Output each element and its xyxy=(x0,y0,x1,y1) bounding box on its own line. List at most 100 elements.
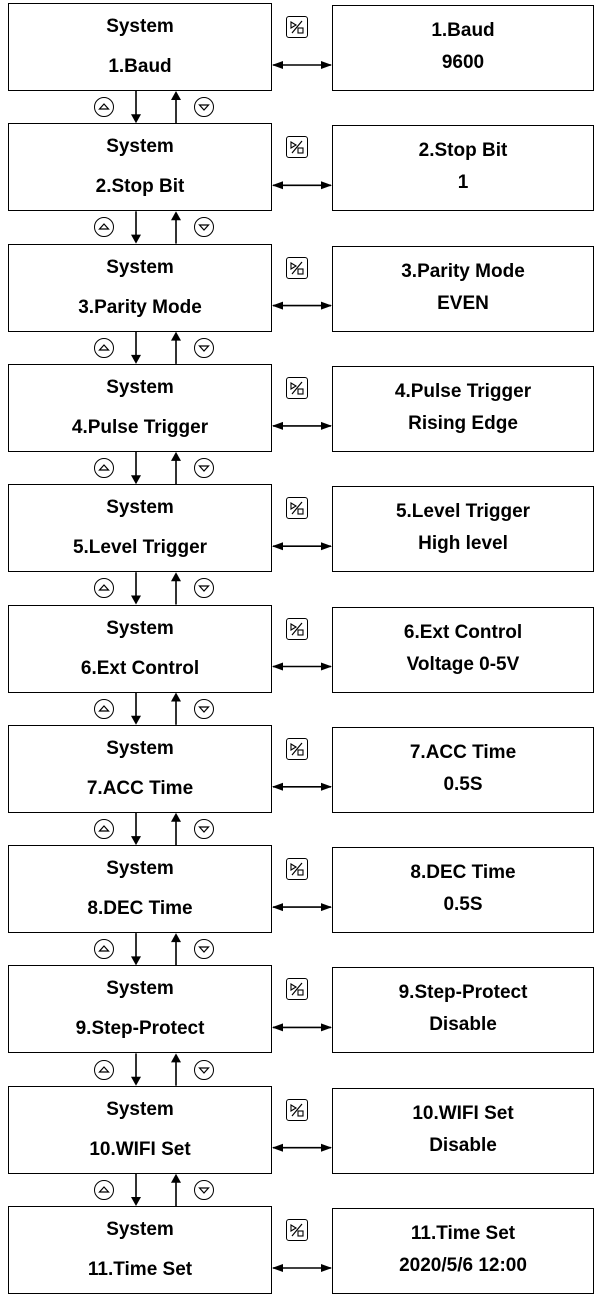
param-value: 0.5S xyxy=(443,894,483,916)
bidirectional-arrow xyxy=(272,61,332,69)
param-name: 3.Parity Mode xyxy=(401,260,525,282)
down-button-icon[interactable] xyxy=(194,458,214,479)
bidirectional-arrow xyxy=(272,542,332,551)
bidirectional-arrow xyxy=(272,421,332,430)
bidirectional-arrow xyxy=(272,1264,332,1272)
down-button-icon[interactable] xyxy=(194,939,214,960)
menu-item-label: 11.Time Set xyxy=(87,1259,193,1280)
up-button-icon[interactable] xyxy=(94,818,114,839)
down-button-icon[interactable] xyxy=(194,698,214,719)
param-name: 10.WIFI Set xyxy=(412,1102,514,1124)
down-button-icon[interactable] xyxy=(194,818,214,839)
param-value: High level xyxy=(418,533,508,555)
vertical-nav-arrows xyxy=(131,1053,181,1086)
toggle-key-icon[interactable] xyxy=(286,16,308,38)
param-value: Rising Edge xyxy=(408,412,518,434)
toggle-key-icon[interactable] xyxy=(286,858,308,881)
toggle-key-icon[interactable] xyxy=(286,136,308,159)
menu-item-label: 10.WIFI Set xyxy=(89,1138,191,1160)
param-value: 0.5S xyxy=(443,773,483,795)
menu-item-label: 3.Parity Mode xyxy=(78,296,202,318)
menu-item-label: 9.Step-Protect xyxy=(75,1018,205,1040)
param-name: 11.Time Set xyxy=(410,1223,516,1244)
menu-title: System xyxy=(106,737,174,759)
up-button-icon[interactable] xyxy=(94,939,114,960)
menu-box-11: System 11.Time Set xyxy=(8,1206,272,1294)
menu-title: System xyxy=(106,376,174,398)
bidirectional-arrow xyxy=(272,181,332,190)
toggle-key-icon[interactable] xyxy=(286,617,308,640)
param-name: 6.Ext Control xyxy=(403,621,523,643)
toggle-key-icon[interactable] xyxy=(286,978,308,1001)
menu-title: System xyxy=(106,858,174,880)
up-button-icon[interactable] xyxy=(94,698,114,719)
vertical-nav-arrows xyxy=(131,812,181,846)
vertical-nav-arrows xyxy=(131,91,181,124)
menu-title: System xyxy=(106,497,174,519)
menu-box-9: System 9.Step-Protect xyxy=(8,965,272,1054)
toggle-key-icon[interactable] xyxy=(286,497,308,520)
vertical-nav-arrows xyxy=(131,211,181,244)
up-button-icon[interactable] xyxy=(94,458,114,479)
menu-box-5: System 5.Level Trigger xyxy=(8,484,272,573)
menu-box-2: System 2.Stop Bit xyxy=(8,123,272,212)
bidirectional-arrow xyxy=(272,903,332,912)
toggle-key-icon[interactable] xyxy=(286,1219,308,1241)
toggle-key-icon[interactable] xyxy=(286,256,308,279)
down-button-icon[interactable] xyxy=(194,1179,214,1200)
param-value: 9600 xyxy=(441,52,485,73)
menu-title: System xyxy=(106,1219,174,1240)
toggle-key-icon[interactable] xyxy=(286,1098,308,1121)
menu-box-3: System 3.Parity Mode xyxy=(8,243,272,332)
toggle-key-icon[interactable] xyxy=(286,737,308,760)
menu-title: System xyxy=(106,136,174,158)
value-box-2: 2.Stop Bit 1 xyxy=(332,125,594,212)
param-name: 7.ACC Time xyxy=(409,741,517,763)
menu-box-6: System 6.Ext Control xyxy=(8,604,272,693)
up-button-icon[interactable] xyxy=(94,578,114,599)
menu-item-label: 2.Stop Bit xyxy=(95,176,185,198)
param-value: Disable xyxy=(429,1014,497,1036)
down-button-icon[interactable] xyxy=(194,578,214,599)
menu-item-label: 8.DEC Time xyxy=(87,898,193,920)
vertical-nav-arrows xyxy=(131,572,181,605)
down-button-icon[interactable] xyxy=(194,1059,214,1080)
up-button-icon[interactable] xyxy=(94,1059,114,1080)
vertical-nav-arrows xyxy=(131,1173,181,1206)
menu-title: System xyxy=(106,617,174,639)
down-button-icon[interactable] xyxy=(194,337,214,358)
menu-title: System xyxy=(106,978,174,1000)
param-name: 4.Pulse Trigger xyxy=(394,380,532,402)
param-name: 2.Stop Bit xyxy=(418,140,508,162)
value-box-7: 7.ACC Time 0.5S xyxy=(332,726,594,813)
vertical-nav-arrows xyxy=(131,692,181,725)
toggle-key-icon[interactable] xyxy=(286,376,308,399)
param-value: 1 xyxy=(457,172,469,194)
vertical-nav-arrows xyxy=(131,451,181,485)
up-button-icon[interactable] xyxy=(94,337,114,358)
bidirectional-arrow xyxy=(272,301,332,310)
down-button-icon[interactable] xyxy=(194,217,214,238)
param-value: Voltage 0-5V xyxy=(406,653,520,675)
menu-title: System xyxy=(106,256,174,278)
menu-item-label: 5.Level Trigger xyxy=(72,537,208,559)
vertical-nav-arrows xyxy=(131,331,181,364)
up-button-icon[interactable] xyxy=(94,217,114,238)
menu-box-8: System 8.DEC Time xyxy=(8,845,272,934)
up-button-icon[interactable] xyxy=(94,97,114,118)
up-button-icon[interactable] xyxy=(94,1179,114,1200)
menu-item-label: 6.Ext Control xyxy=(80,657,200,679)
param-name: 5.Level Trigger xyxy=(395,501,531,523)
down-button-icon[interactable] xyxy=(194,97,214,118)
